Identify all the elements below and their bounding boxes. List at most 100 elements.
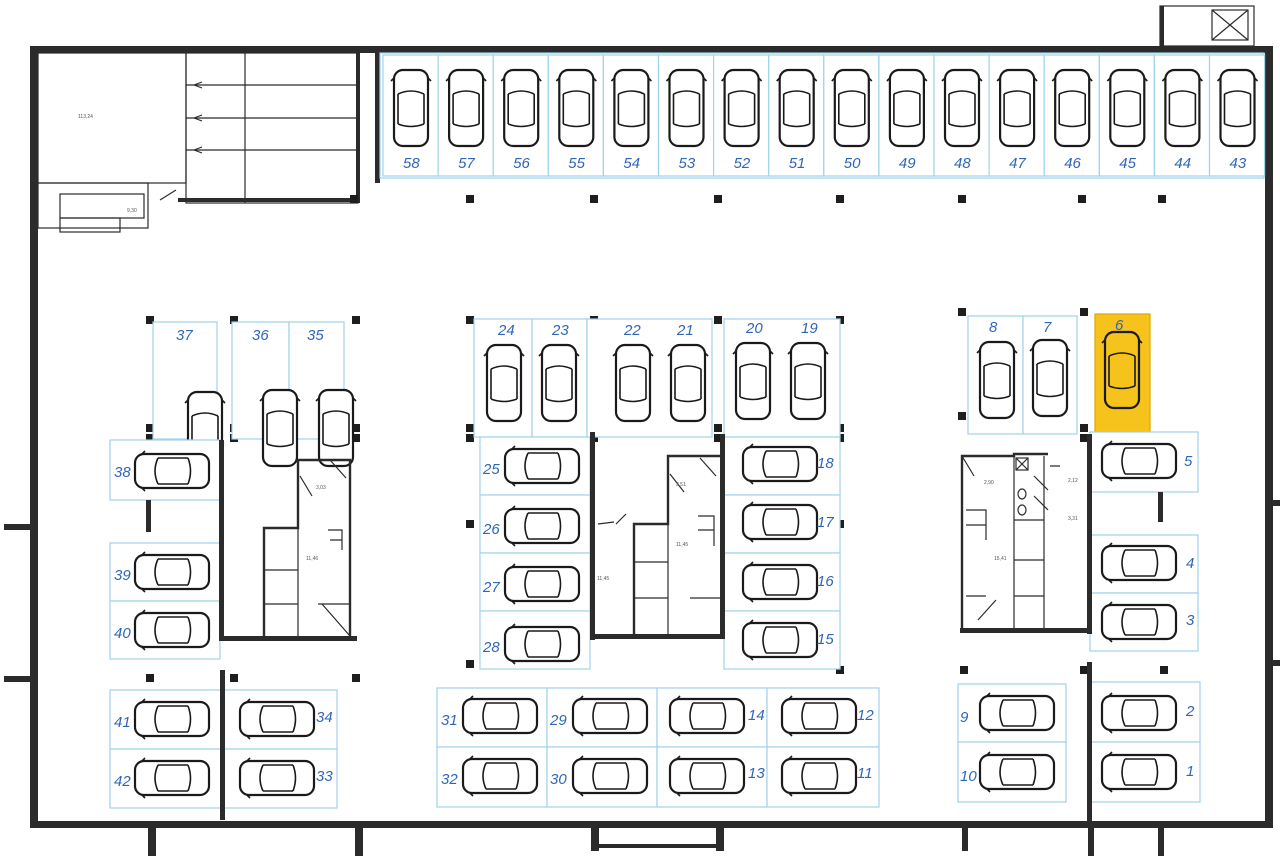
- spot-57-label: 57: [458, 155, 475, 172]
- spot-55-label: 55: [568, 155, 585, 172]
- spot-49-label: 49: [899, 155, 916, 172]
- spot-7-label: 7: [1043, 319, 1052, 336]
- spot-24-label: 24: [497, 322, 515, 339]
- car-icon: [611, 343, 655, 423]
- column: [714, 424, 722, 432]
- spot-32-label: 32: [441, 771, 458, 788]
- car-icon: [1028, 338, 1072, 418]
- column: [590, 195, 598, 203]
- left-block: 37 36 35 38 39 40 41 42 34 33 3,03 11,4: [109, 321, 358, 820]
- car-icon: [668, 754, 746, 798]
- column: [146, 674, 154, 682]
- spot-45-label: 45: [1119, 155, 1136, 172]
- svg-text:2,12: 2,12: [1068, 478, 1078, 484]
- svg-text:11,46: 11,46: [306, 556, 318, 562]
- svg-text:3,03: 3,03: [316, 485, 326, 491]
- column: [466, 424, 474, 432]
- column: [466, 660, 474, 668]
- spot-42-label: 42: [114, 773, 131, 790]
- spot-17-label: 17: [817, 514, 834, 531]
- spot-56-label: 56: [513, 155, 530, 172]
- car-icon: [665, 68, 708, 148]
- column: [1160, 666, 1168, 674]
- spot-6-label: 6: [1115, 317, 1124, 334]
- car-icon: [1106, 68, 1149, 148]
- car-icon: [133, 756, 211, 800]
- spot-51-label: 51: [789, 155, 806, 172]
- car-icon: [1161, 68, 1204, 148]
- svg-text:2,90: 2,90: [984, 480, 994, 486]
- car-icon: [133, 449, 211, 493]
- svg-text:9,30: 9,30: [127, 208, 137, 214]
- spot-27-label: 27: [482, 579, 500, 596]
- car-icon: [555, 68, 598, 148]
- column: [714, 316, 722, 324]
- car-icon: [720, 68, 763, 148]
- car-icon: [975, 340, 1019, 420]
- column: [146, 434, 154, 442]
- car-icon: [238, 756, 316, 800]
- spot-26-label: 26: [482, 521, 500, 538]
- car-icon: [503, 562, 581, 606]
- column: [958, 308, 966, 316]
- spot-52-label: 52: [734, 155, 751, 172]
- car-icon: [731, 341, 775, 421]
- spot-47-label: 47: [1009, 155, 1026, 172]
- car-icon: [1100, 750, 1178, 794]
- car-icon: [741, 618, 819, 662]
- column: [836, 666, 844, 674]
- spot-18-label: 18: [817, 455, 834, 472]
- column: [958, 412, 966, 420]
- car-icon: [503, 444, 581, 488]
- car-icon: [133, 697, 211, 741]
- car-icon: [668, 694, 746, 738]
- car-icon: [133, 550, 211, 594]
- spot-28-label: 28: [482, 639, 500, 656]
- spot-1-label: 1: [1186, 763, 1194, 780]
- column: [352, 424, 360, 432]
- spot-48-label: 48: [954, 155, 971, 172]
- spot-15-label: 15: [817, 631, 834, 648]
- car-icon: [741, 500, 819, 544]
- spot-46-label: 46: [1064, 155, 1081, 172]
- column: [466, 520, 474, 528]
- column: [466, 195, 474, 203]
- car-icon: [1100, 600, 1178, 644]
- column: [1158, 195, 1166, 203]
- car-icon: [238, 697, 316, 741]
- car-icon: [786, 341, 830, 421]
- column: [466, 434, 474, 442]
- spot-19-label: 19: [801, 320, 818, 337]
- car-icon: [666, 343, 710, 423]
- spot-38-label: 38: [114, 464, 131, 481]
- spot-2-label: 2: [1185, 703, 1195, 720]
- middle-block: 24 23 22 21 20 19 25 26 27 28 18 17 16 1…: [436, 318, 880, 808]
- spot-11-label: 11: [857, 765, 873, 782]
- car-icon: [258, 388, 302, 468]
- building-walls: [4, 5, 1280, 856]
- svg-text:11,45: 11,45: [676, 542, 688, 548]
- car-icon: [133, 608, 211, 652]
- spot-20-label: 20: [745, 320, 763, 337]
- car-icon: [780, 754, 858, 798]
- car-icon: [314, 388, 358, 468]
- column: [352, 316, 360, 324]
- spot-58-label: 58: [403, 155, 420, 172]
- car-icon: [503, 622, 581, 666]
- spot-9-label: 9: [960, 709, 969, 726]
- car-icon: [1051, 68, 1094, 148]
- spot-50-label: 50: [844, 155, 861, 172]
- spot-12-label: 12: [857, 707, 874, 724]
- car-icon: [885, 68, 929, 148]
- spot-21-label: 21: [676, 322, 694, 339]
- car-icon: [995, 68, 1039, 148]
- column: [466, 316, 474, 324]
- car-icon: [610, 68, 653, 148]
- column: [1080, 434, 1088, 442]
- car-icon: [461, 694, 539, 738]
- spot-54-label: 54: [623, 155, 640, 172]
- car-icon: [482, 343, 526, 423]
- car-icon: [978, 750, 1056, 794]
- column: [714, 434, 722, 442]
